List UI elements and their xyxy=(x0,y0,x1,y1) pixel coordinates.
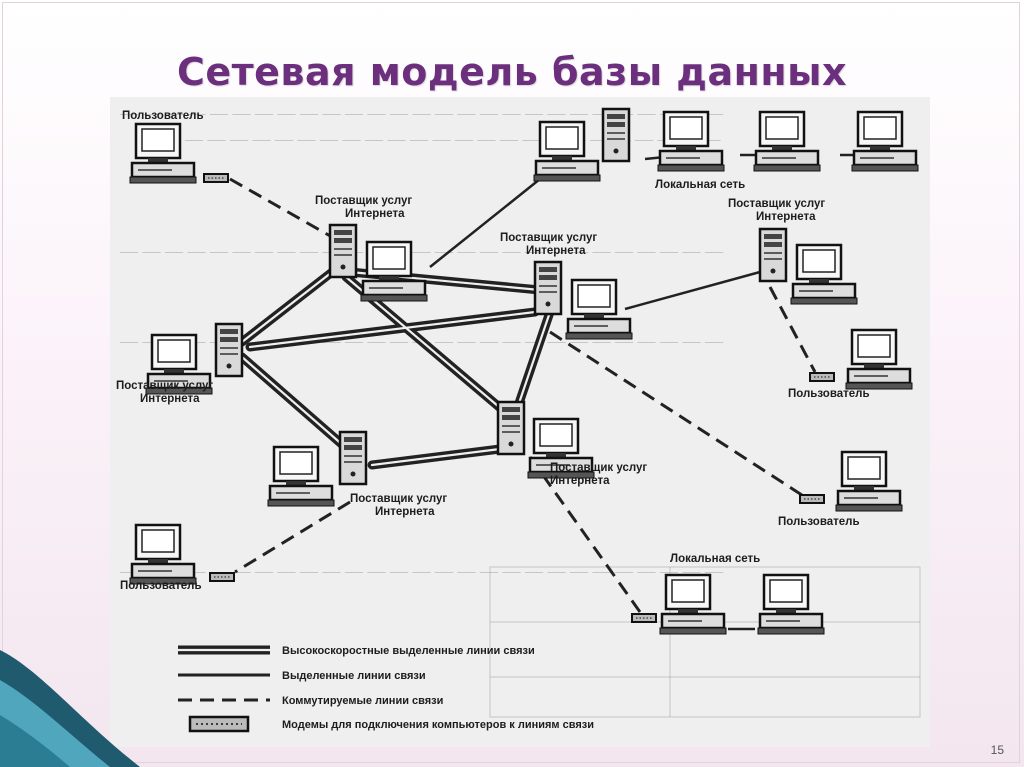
user-label-bottom-left: Пользователь xyxy=(120,580,202,592)
isp-label-1: Поставщик услуг xyxy=(315,195,412,207)
slide-title: Сетевая модель базы данных xyxy=(176,50,848,94)
lan-label-bottom: Локальная сеть xyxy=(670,553,760,565)
isp-label-1-sub: Интернета xyxy=(345,208,405,220)
decorative-wave xyxy=(0,650,140,767)
isp-node-1 xyxy=(328,223,429,303)
modem-icon xyxy=(809,372,835,382)
isp-label-6: Поставщик услуг xyxy=(550,462,647,474)
switched-links xyxy=(229,177,817,613)
modem-icon xyxy=(631,613,657,623)
modem-icon xyxy=(799,494,825,504)
user-computer-bottom-left xyxy=(128,523,235,586)
modem-icon xyxy=(209,572,235,582)
user-computer-right xyxy=(809,328,914,391)
isp-label-3-sub: Интернета xyxy=(756,211,816,223)
isp-label-2: Поставщик услуг xyxy=(500,232,597,244)
isp-node-2 xyxy=(533,260,634,341)
lan-label-top: Локальная сеть xyxy=(655,179,745,191)
isp-label-3: Поставщик услуг xyxy=(728,198,825,210)
legend-modem-swatch xyxy=(188,715,250,733)
svg-text:— — — — — — — — — — — — — — —: — — — — — — — — — — — — — — — — — — — — … xyxy=(119,103,724,123)
legend-modems-label: Модемы для подключения компьютеров к лин… xyxy=(282,719,594,731)
isp-label-4-sub: Интернета xyxy=(140,393,200,405)
svg-text:— — — — — — — — — — — — — — —: — — — — — — — — — — — — — — — — — — — — … xyxy=(119,241,724,261)
user-computer-lower-right xyxy=(799,450,904,513)
svg-text:— — — — — — — — — — — — — — —: — — — — — — — — — — — — — — — — — — — — … xyxy=(139,129,722,149)
isp-label-5-sub: Интернета xyxy=(375,506,435,518)
user-label-top-left: Пользователь xyxy=(122,110,204,122)
isp-label-2-sub: Интернета xyxy=(526,245,586,257)
legend: Высокоскоростные выделенные линии связи … xyxy=(178,645,594,733)
svg-text:— — — — — — — — — — — — — — —: — — — — — — — — — — — — — — — — — — — — … xyxy=(119,561,724,581)
network-diagram: — — — — — — — — — — — — — — — — — — — — … xyxy=(110,97,930,747)
user-label-right: Пользователь xyxy=(788,388,870,400)
modem-icon xyxy=(203,173,229,183)
isp-label-4: Поставщик услуг xyxy=(116,380,213,392)
legend-switched-label: Коммутируемые линии связи xyxy=(282,695,443,707)
lan-bottom xyxy=(631,573,826,636)
legend-dedicated-label: Выделенные линии связи xyxy=(282,670,426,682)
legend-high-speed-label: Высокоскоростные выделенные линии связи xyxy=(282,645,535,657)
page-number: 15 xyxy=(990,743,1004,757)
isp-label-6-sub: Интернета xyxy=(550,475,610,487)
isp-label-5: Поставщик услуг xyxy=(350,493,447,505)
user-label-lower-right: Пользователь xyxy=(778,516,860,528)
